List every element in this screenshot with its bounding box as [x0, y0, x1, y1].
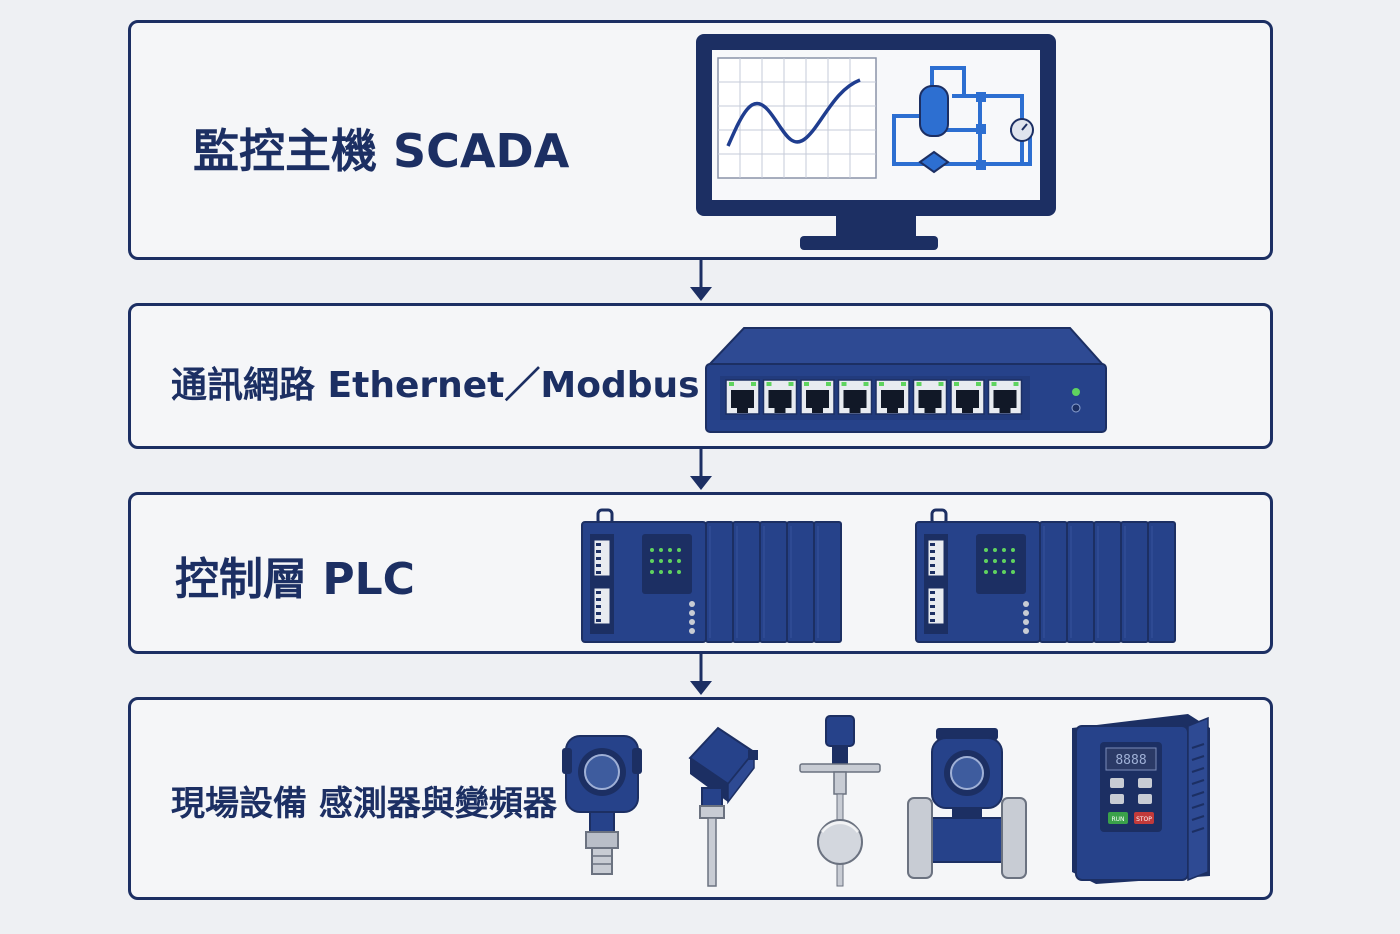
ethernet-port-icon [837, 379, 873, 415]
flow-meter-icon [907, 728, 1027, 879]
plc-icon [581, 508, 842, 643]
vfd-stop-label: STOP [1136, 816, 1152, 823]
arrow-down-icon [690, 448, 712, 490]
power-led-icon [1072, 388, 1080, 396]
tank-icon [919, 85, 949, 137]
network-label: 通訊網路 Ethernet／Modbus [171, 365, 700, 406]
level-sensor-icon [799, 715, 881, 887]
ethernet-port-icon [762, 379, 798, 415]
arrow-down-icon [690, 653, 712, 695]
field-device-label: 現場設備 感測器與變頻器 [171, 784, 557, 824]
vfd-up-button[interactable] [1138, 778, 1152, 788]
plc-label: 控制層 PLC [175, 554, 415, 605]
arrow-down-icon [690, 259, 712, 301]
vfd-ok-button[interactable] [1110, 794, 1124, 804]
ethernet-port-icon [875, 379, 910, 415]
monitor-icon [696, 34, 1056, 250]
ethernet-port-icon [987, 379, 1023, 415]
valve-icon [918, 150, 950, 174]
ethernet-port-icon [950, 379, 985, 415]
ethernet-port-icon [800, 379, 835, 415]
vfd-run-button[interactable] [1108, 812, 1128, 824]
scada-label: 監控主機 SCADA [193, 124, 570, 178]
temperature-sensor-icon [688, 726, 758, 887]
vfd-icon: 8888 RUN STOP [1072, 714, 1210, 884]
pressure-transmitter-icon [562, 735, 642, 875]
trend-chart-icon [717, 57, 877, 179]
ethernet-port-icon [912, 379, 948, 415]
vfd-stop-button[interactable] [1134, 812, 1154, 824]
network-switch-icon [705, 327, 1107, 433]
vfd-display: 8888 [1115, 753, 1146, 768]
vfd-run-label: RUN [1111, 816, 1124, 823]
vfd-down-button[interactable] [1138, 794, 1152, 804]
vfd-left-button[interactable] [1110, 778, 1124, 788]
plc-icon [915, 508, 1176, 643]
ethernet-port-icon [725, 379, 760, 415]
